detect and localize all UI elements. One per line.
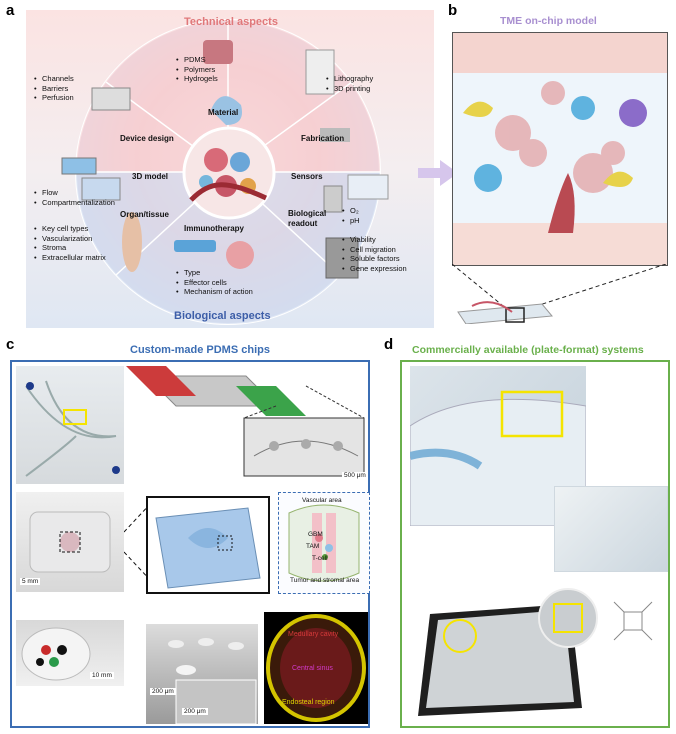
scale-bar-5mm: 5 mm bbox=[20, 578, 41, 585]
model-item: Flow bbox=[34, 188, 115, 198]
model-item: Compartmentalization bbox=[34, 198, 115, 208]
biological-aspects-title: Biological aspects bbox=[174, 310, 271, 322]
fabrication-item: 3D printing bbox=[326, 84, 373, 94]
chip-zoom-box bbox=[505, 307, 525, 323]
magnifier-drawing bbox=[553, 603, 583, 633]
tcell-label: T-cell bbox=[312, 555, 328, 562]
scale-bar-200um-b: 200 μm bbox=[182, 708, 208, 715]
yellow-highlight-box bbox=[553, 603, 583, 633]
3d-model-label: 3D model bbox=[132, 172, 169, 181]
pdms-photo-1 bbox=[16, 366, 124, 484]
panel-label-c: c bbox=[6, 336, 15, 353]
yellow-highlight-box bbox=[500, 390, 564, 438]
vascular-diagram bbox=[278, 492, 370, 594]
yellow-highlight-circle bbox=[443, 619, 477, 653]
readout-item: Gene expression bbox=[342, 264, 407, 274]
immuno-item: Type bbox=[176, 268, 253, 278]
sensor-list: O₂ pH bbox=[342, 206, 360, 225]
sensor-item: pH bbox=[342, 216, 360, 226]
sem-drawing bbox=[168, 638, 257, 725]
fabrication-item: Lithography bbox=[326, 74, 373, 84]
arrow-a-to-b bbox=[418, 160, 458, 186]
commercial-systems-title: Commercially available (plate-format) sy… bbox=[412, 344, 644, 356]
sensor-item: O₂ bbox=[342, 206, 360, 216]
gbm-label: GBM bbox=[308, 531, 323, 538]
panel-label-d: d bbox=[384, 336, 394, 353]
panel-d-frame bbox=[400, 360, 670, 728]
model-list: Flow Compartmentalization bbox=[34, 188, 115, 207]
readout-item: Viability bbox=[342, 235, 407, 245]
sensors-label: Sensors bbox=[291, 172, 323, 181]
organ-item: Stroma bbox=[34, 243, 106, 253]
device-list: Channels Barriers Perfusion bbox=[34, 74, 74, 103]
plate-photo-1-drawing bbox=[409, 390, 587, 527]
fluorescence-drawing bbox=[266, 614, 366, 722]
endosteal-region-label: Endosteal region bbox=[282, 699, 335, 706]
chip-3d-render bbox=[126, 366, 365, 477]
fluorescence-image bbox=[264, 612, 368, 724]
tumor-center bbox=[182, 126, 276, 220]
material-item: Hydrogels bbox=[176, 74, 218, 84]
chip-3d-blue bbox=[146, 496, 270, 594]
panel-label-a: a bbox=[6, 2, 15, 19]
device-item: Barriers bbox=[34, 84, 74, 94]
tubing-drawing bbox=[25, 380, 120, 477]
vascular-drawing bbox=[288, 504, 360, 582]
medullary-cavity-label: Medullary cavity bbox=[288, 631, 339, 638]
biological-readout-label: Biological readout bbox=[288, 209, 327, 228]
scale-bar-500um: 500 μm bbox=[342, 472, 368, 479]
tumor-cells bbox=[189, 148, 268, 202]
organ-item: Vascularization bbox=[34, 234, 106, 244]
material-label: Material bbox=[208, 108, 239, 117]
fabrication-label: Fabrication bbox=[301, 134, 345, 143]
device-design-label: Device design bbox=[120, 134, 174, 143]
fabrication-list: Lithography 3D printing bbox=[326, 74, 373, 93]
technical-aspects-title: Technical aspects bbox=[184, 16, 278, 28]
tam-label: TAM bbox=[306, 543, 320, 550]
material-list: PDMS Polymers Hydrogels bbox=[176, 55, 218, 84]
readout-list: Viability Cell migration Soluble factors… bbox=[342, 235, 407, 273]
organ-list: Key cell types Vascularization Stroma Ex… bbox=[34, 224, 106, 262]
plate-magnifier bbox=[538, 588, 598, 648]
organ-item: Extracellular matrix bbox=[34, 253, 106, 263]
panel-c-frame: 500 μm 5 mm Vascular area GBM TAM T-cell… bbox=[10, 360, 370, 728]
tme-illustration bbox=[452, 32, 668, 266]
panel-label-b: b bbox=[448, 2, 458, 19]
readout-item: Soluble factors bbox=[342, 254, 407, 264]
chip-photo-drawing bbox=[29, 511, 111, 573]
scale-bar-200um-a: 200 μm bbox=[150, 688, 176, 695]
organ-tissue-label: Organ/tissue bbox=[120, 210, 169, 219]
sem-image bbox=[146, 624, 258, 725]
material-item: Polymers bbox=[176, 65, 218, 75]
tme-drawing bbox=[453, 33, 667, 265]
plate-closeup bbox=[554, 486, 668, 572]
tumor-stromal-label: Tumor and stromal area bbox=[290, 577, 360, 584]
plate-photo-1 bbox=[409, 366, 587, 527]
device-item: Channels bbox=[34, 74, 74, 84]
central-sinus-label: Central sinus bbox=[292, 665, 333, 672]
material-item: PDMS bbox=[176, 55, 218, 65]
vascular-area-label: Vascular area bbox=[302, 497, 342, 504]
immuno-item: Effector cells bbox=[176, 278, 253, 288]
immuno-item: Mechanism of action bbox=[176, 287, 253, 297]
pdms-photo-2 bbox=[16, 492, 124, 592]
pdms-chips-title: Custom-made PDMS chips bbox=[130, 344, 270, 356]
yellow-highlight-box bbox=[63, 409, 87, 425]
scale-bar-10mm: 10 mm bbox=[90, 672, 114, 679]
panel-a: Technical aspects Biological aspects PDM… bbox=[26, 10, 434, 328]
dish-drawing bbox=[21, 627, 91, 681]
chip-device bbox=[457, 303, 553, 324]
device-item: Perfusion bbox=[34, 93, 74, 103]
immunotherapy-label: Immunotherapy bbox=[184, 224, 245, 233]
organ-item: Key cell types bbox=[34, 224, 106, 234]
tme-title: TME on-chip model bbox=[500, 15, 597, 27]
chip-3d-blue-drawing bbox=[155, 507, 261, 589]
panel-a-wheel bbox=[26, 10, 434, 328]
readout-item: Cell migration bbox=[342, 245, 407, 255]
well-schematic bbox=[613, 601, 653, 641]
immuno-list: Type Effector cells Mechanism of action bbox=[176, 268, 253, 297]
chip-zoom bbox=[452, 264, 666, 324]
